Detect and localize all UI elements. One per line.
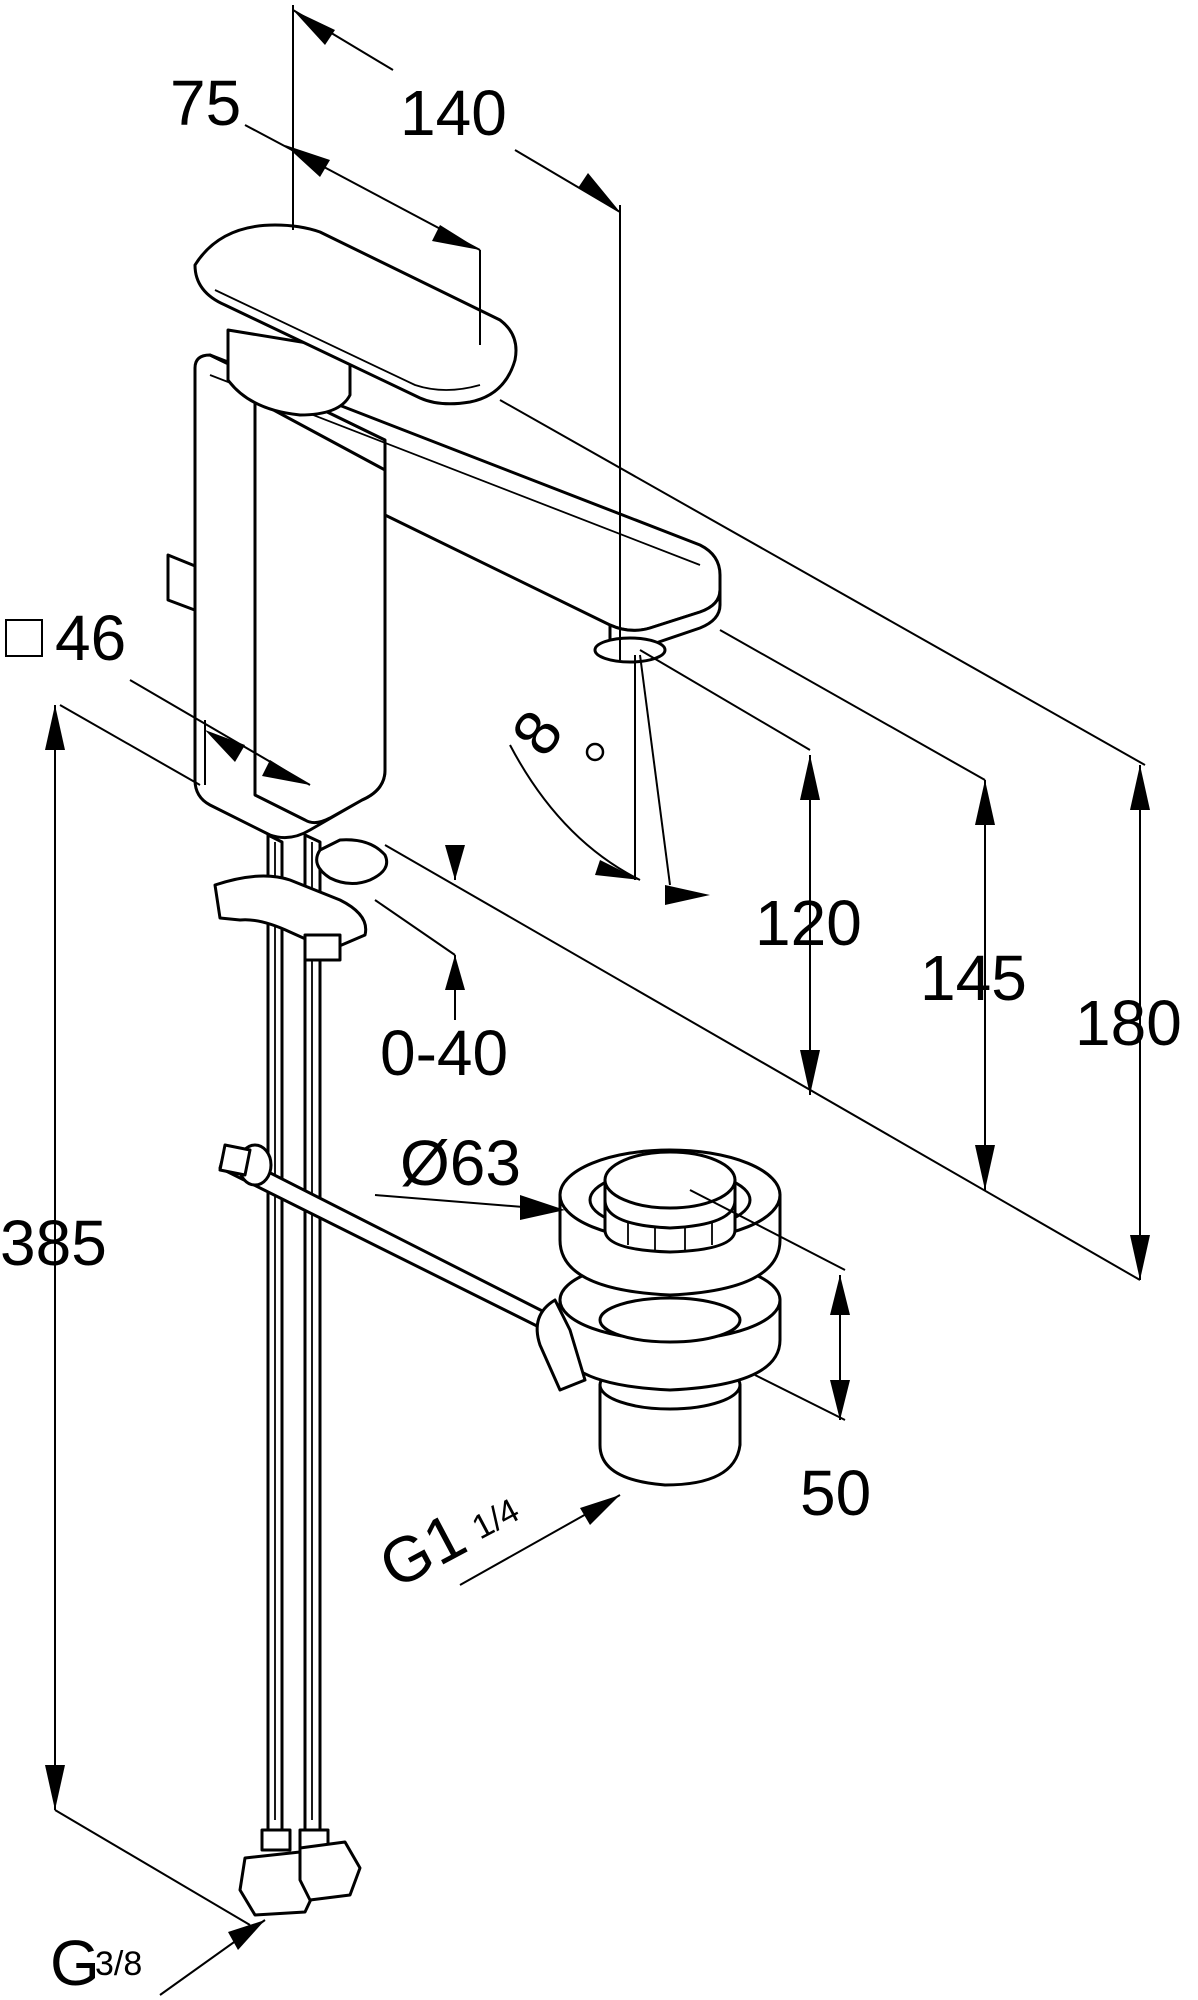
dim-counter-thickness: 0-40 bbox=[380, 1017, 508, 1089]
waste-lift-rod bbox=[218, 1143, 572, 1342]
dim-height-145: 145 bbox=[920, 942, 1027, 1014]
dim-handle-width: 75 bbox=[170, 67, 241, 139]
degree-icon bbox=[585, 742, 605, 762]
popup-waste bbox=[535, 1148, 782, 1487]
dim-hose-thread-main: G bbox=[50, 1927, 100, 1999]
dim-spout-angle: 8 bbox=[497, 698, 605, 768]
dim-body-square: 46 bbox=[5, 602, 126, 674]
dim-waste-thread-main: G1 bbox=[368, 1499, 477, 1603]
hose-nut-right bbox=[298, 1840, 362, 1902]
dim-spout-reach: 140 bbox=[400, 77, 507, 149]
dim-hose-thread-fraction: 3/8 bbox=[95, 1945, 142, 1983]
dim-total-length: 385 bbox=[0, 1207, 107, 1279]
dim-spout-height: 120 bbox=[755, 887, 862, 959]
dim-waste-thread-fraction: 1/4 bbox=[466, 1491, 526, 1547]
dim-hose-thread: G 3/8 bbox=[50, 1927, 142, 1999]
dim-spout-angle-value: 8 bbox=[497, 698, 576, 768]
supply-hoses bbox=[238, 833, 362, 1917]
dim-waste-thread: G1 1/4 bbox=[368, 1491, 526, 1602]
dim-waste-diameter: Ø63 bbox=[400, 1127, 521, 1199]
faucet-body bbox=[166, 223, 722, 840]
dimension-labels: 75 140 46 8 120 145 180 0-40 385 Ø63 50 … bbox=[0, 67, 1182, 1999]
mounting-bracket bbox=[213, 838, 389, 962]
dim-waste-height: 50 bbox=[800, 1457, 871, 1529]
dim-height-180: 180 bbox=[1075, 987, 1182, 1059]
dimension-arrows bbox=[45, 10, 1150, 1950]
square-outline-icon bbox=[5, 619, 43, 657]
dim-body-square-value: 46 bbox=[55, 602, 126, 674]
